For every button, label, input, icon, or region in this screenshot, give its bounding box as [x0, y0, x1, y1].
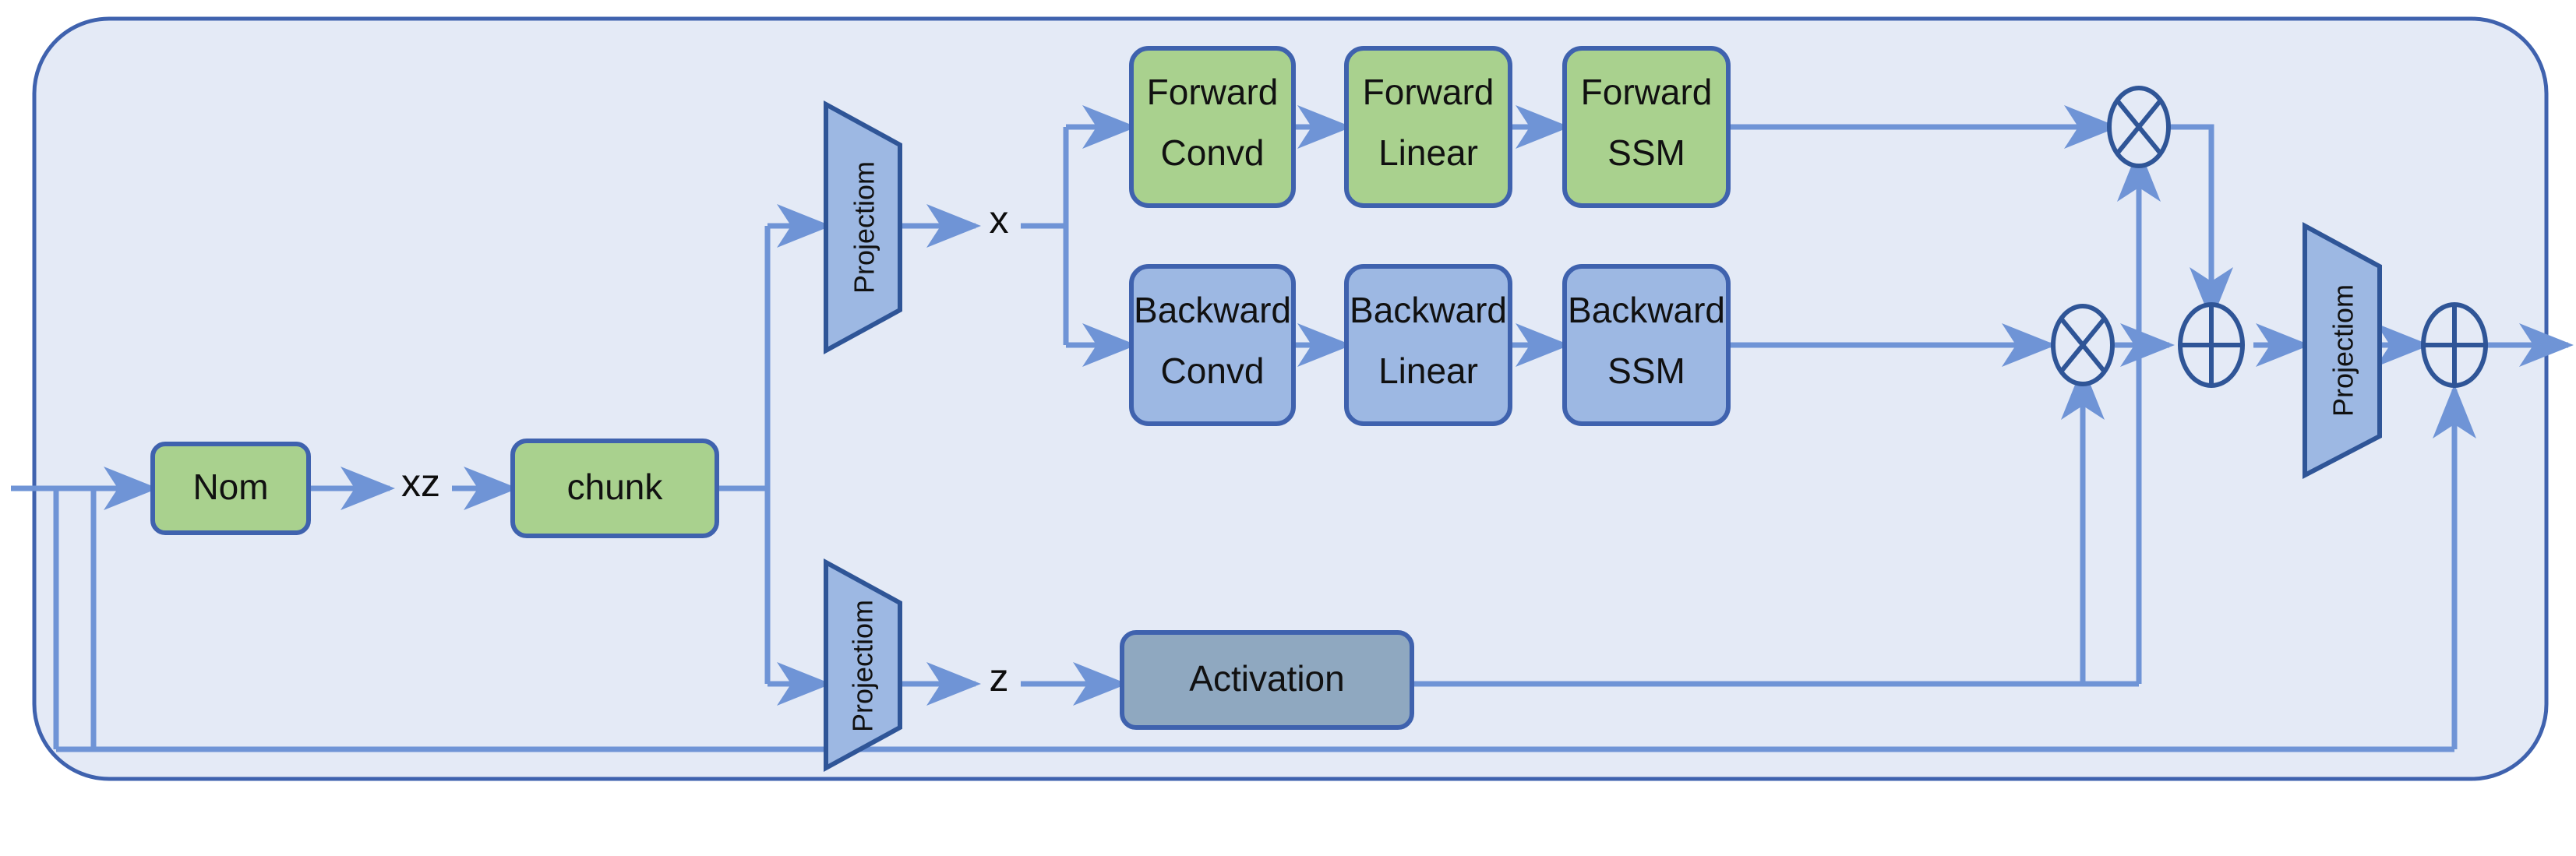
node-backward-convd-line2: Convd: [1161, 351, 1265, 391]
node-backward-linear-line2: Linear: [1378, 351, 1478, 391]
node-chunk[interactable]: chunk: [510, 439, 719, 538]
op-multiply-backward[interactable]: [2051, 304, 2115, 386]
edge-label-x: x: [990, 198, 1009, 241]
node-backward-ssm-line2: SSM: [1607, 351, 1685, 391]
node-backward-convd-line1: Backward: [1134, 290, 1291, 330]
edge-label-z: z: [990, 656, 1009, 699]
node-backward-convd[interactable]: Backward Convd: [1129, 264, 1296, 426]
node-norm-label: Nom: [192, 467, 268, 507]
node-projection-out[interactable]: Projectiom: [2303, 221, 2382, 479]
edge-label-xz: xz: [401, 461, 440, 505]
node-forward-ssm[interactable]: Forward SSM: [1562, 46, 1731, 208]
wire-group: [11, 105, 2574, 752]
node-forward-linear-line1: Forward: [1363, 72, 1494, 112]
node-forward-convd-line2: Convd: [1161, 132, 1265, 173]
node-backward-linear[interactable]: Backward Linear: [1344, 264, 1512, 426]
node-backward-ssm[interactable]: Backward SSM: [1562, 264, 1731, 426]
node-norm[interactable]: Nom: [150, 442, 311, 535]
node-activation-label: Activation: [1189, 658, 1344, 699]
node-forward-linear[interactable]: Forward Linear: [1344, 46, 1512, 208]
node-projection-z[interactable]: Projectiom: [824, 558, 902, 773]
node-forward-ssm-line2: SSM: [1607, 132, 1685, 173]
node-forward-convd-line1: Forward: [1147, 72, 1279, 112]
node-projection-x-label: Projectiom: [849, 161, 880, 294]
node-projection-x[interactable]: Projectiom: [824, 100, 902, 355]
node-forward-linear-line2: Linear: [1378, 132, 1478, 173]
node-activation[interactable]: Activation: [1120, 630, 1414, 730]
wire-mul1-to-add: [2165, 124, 2233, 322]
node-projection-out-label: Projectiom: [2327, 284, 2359, 417]
node-forward-ssm-line1: Forward: [1581, 72, 1713, 112]
op-add-residual[interactable]: [2421, 302, 2488, 388]
node-projection-z-label: Projectiom: [847, 600, 879, 732]
node-chunk-label: chunk: [567, 467, 664, 507]
node-backward-linear-line1: Backward: [1350, 290, 1507, 330]
node-backward-ssm-line1: Backward: [1568, 290, 1725, 330]
op-add-merge[interactable]: [2178, 302, 2245, 388]
op-multiply-forward[interactable]: [2107, 86, 2171, 168]
node-forward-convd[interactable]: Forward Convd: [1129, 46, 1296, 208]
